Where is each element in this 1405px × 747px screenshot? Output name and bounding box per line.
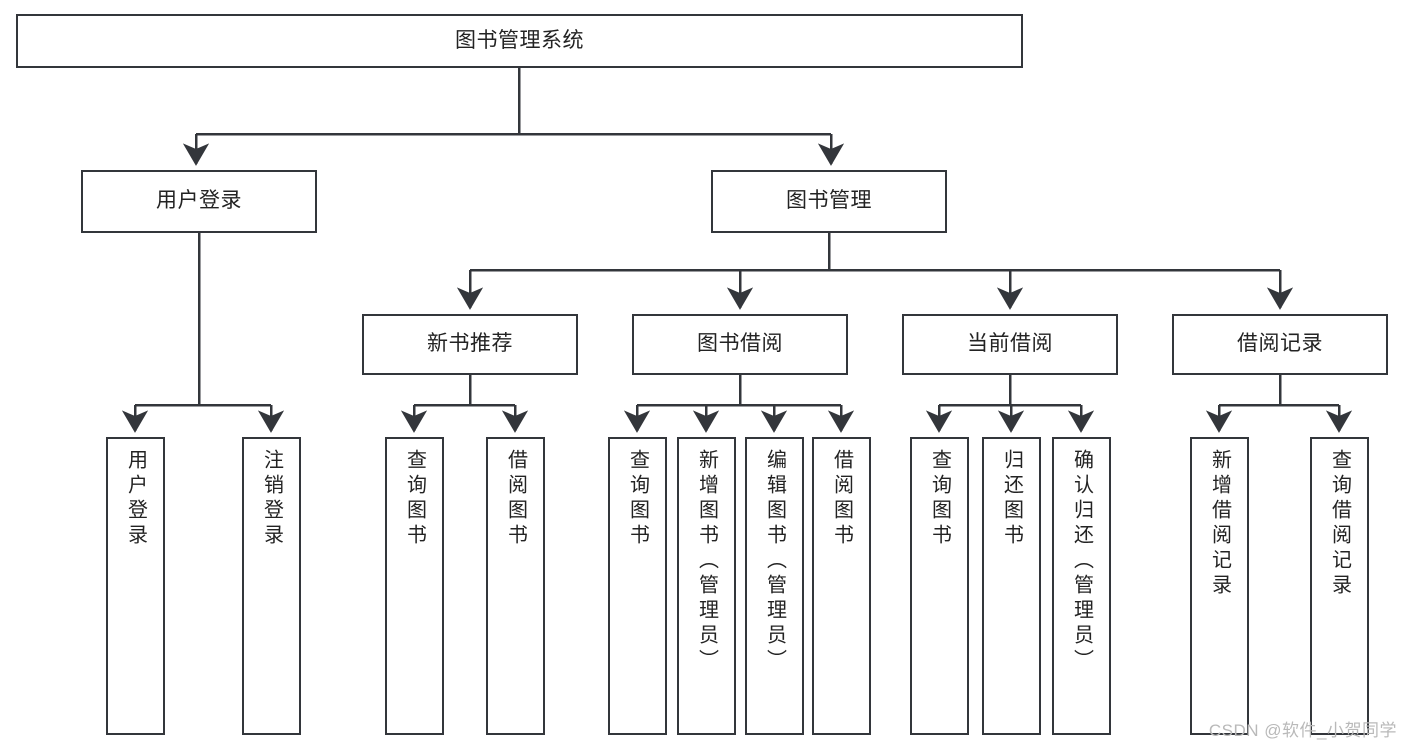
node-leaf-borrow-book-1-label: 借阅图书	[504, 449, 527, 549]
csdn-watermark: CSDN @软件_小贺同学	[1208, 721, 1397, 740]
node-book-borrow-label: 图书借阅	[697, 332, 783, 356]
node-new-book-rec-label: 新书推荐	[427, 332, 513, 356]
node-leaf-confirm-return[interactable]: 确认归还（管理员）	[1052, 437, 1111, 735]
node-root[interactable]: 图书管理系统	[16, 14, 1023, 68]
node-user-login[interactable]: 用户登录	[81, 170, 317, 233]
node-leaf-confirm-return-label: 确认归还（管理员）	[1070, 449, 1093, 674]
node-book-manage-label: 图书管理	[786, 189, 872, 213]
node-borrow-record[interactable]: 借阅记录	[1172, 314, 1388, 375]
node-borrow-record-label: 借阅记录	[1237, 332, 1323, 356]
node-leaf-edit-book[interactable]: 编辑图书（管理员）	[745, 437, 804, 735]
node-leaf-logout-label: 注销登录	[260, 449, 283, 549]
node-book-manage[interactable]: 图书管理	[711, 170, 947, 233]
node-leaf-query-record-label: 查询借阅记录	[1328, 449, 1351, 599]
node-leaf-add-record-label: 新增借阅记录	[1208, 449, 1231, 599]
node-root-label: 图书管理系统	[455, 28, 584, 52]
node-new-book-rec[interactable]: 新书推荐	[362, 314, 578, 375]
node-leaf-borrow-book-2-label: 借阅图书	[830, 449, 853, 549]
node-leaf-query-book-1-label: 查询图书	[403, 449, 426, 549]
node-leaf-add-book[interactable]: 新增图书（管理员）	[677, 437, 736, 735]
node-leaf-user-login[interactable]: 用户登录	[106, 437, 165, 735]
node-leaf-edit-book-label: 编辑图书（管理员）	[763, 449, 786, 674]
node-leaf-return-book-label: 归还图书	[1000, 449, 1023, 549]
node-leaf-query-book-3-label: 查询图书	[928, 449, 951, 549]
node-leaf-query-book-3[interactable]: 查询图书	[910, 437, 969, 735]
node-leaf-query-book-2[interactable]: 查询图书	[608, 437, 667, 735]
node-leaf-query-record[interactable]: 查询借阅记录	[1310, 437, 1369, 735]
node-leaf-add-book-label: 新增图书（管理员）	[695, 449, 718, 674]
node-user-login-label: 用户登录	[156, 189, 242, 213]
node-leaf-return-book[interactable]: 归还图书	[982, 437, 1041, 735]
node-leaf-logout[interactable]: 注销登录	[242, 437, 301, 735]
node-current-borrow-label: 当前借阅	[967, 332, 1053, 356]
node-leaf-borrow-book-2[interactable]: 借阅图书	[812, 437, 871, 735]
node-leaf-borrow-book-1[interactable]: 借阅图书	[486, 437, 545, 735]
node-leaf-add-record[interactable]: 新增借阅记录	[1190, 437, 1249, 735]
node-leaf-user-login-label: 用户登录	[124, 449, 147, 549]
node-book-borrow[interactable]: 图书借阅	[632, 314, 848, 375]
node-leaf-query-book-2-label: 查询图书	[626, 449, 649, 549]
node-current-borrow[interactable]: 当前借阅	[902, 314, 1118, 375]
node-leaf-query-book-1[interactable]: 查询图书	[385, 437, 444, 735]
